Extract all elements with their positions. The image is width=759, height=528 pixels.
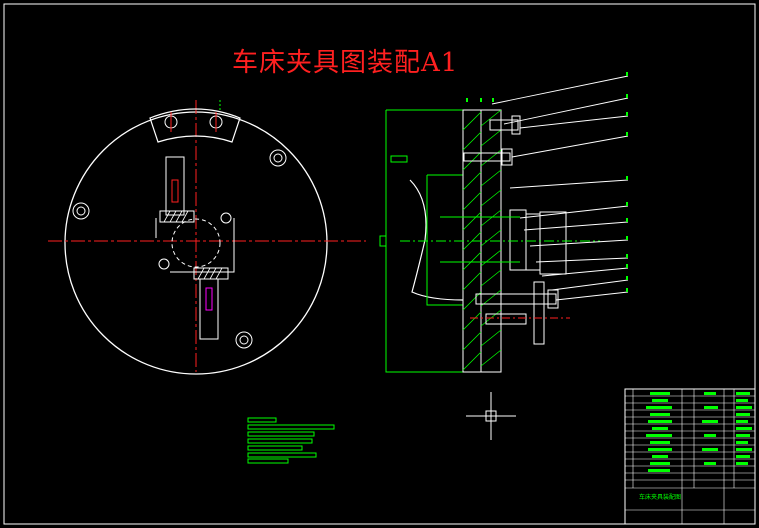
upper-jaw — [159, 210, 195, 223]
lower-slide-slot — [205, 287, 213, 311]
bolt-hole-bottom — [235, 331, 253, 349]
upper-slide-slot — [171, 179, 179, 203]
drawing-border — [3, 3, 756, 525]
jaw-cover — [539, 211, 567, 275]
drawing-title: 车床夹具图装配A1 — [232, 48, 459, 78]
bolt-1 — [489, 119, 519, 131]
bolt-hole-upper-right — [269, 149, 287, 167]
top-dim-ticks — [466, 98, 494, 102]
fixture-plate-hatch — [480, 109, 502, 367]
section-key — [390, 155, 408, 163]
central-bore — [171, 218, 221, 268]
spindle-outline — [385, 109, 463, 373]
upper-jaw-hatch — [163, 210, 189, 223]
jaw-block — [509, 209, 527, 271]
upper-slide-bar — [165, 156, 185, 216]
locating-pin-left — [158, 258, 170, 270]
bolt-2 — [463, 152, 511, 162]
body-contour — [409, 179, 464, 301]
parts-list-frame — [624, 388, 756, 525]
top-clamp-block — [149, 108, 241, 143]
locating-pin-right — [220, 212, 232, 224]
leader-lines — [491, 75, 629, 301]
inner-contour — [426, 174, 463, 306]
bolt-hole-left — [72, 202, 90, 220]
section-tab — [379, 235, 387, 247]
front-view — [48, 100, 366, 375]
title-block-name: 车床夹具装配图 — [639, 493, 681, 501]
technical-notes — [247, 417, 335, 464]
section-view — [379, 72, 629, 373]
clamp-arm — [533, 281, 545, 345]
lower-bolt — [475, 293, 557, 305]
datum-cross — [466, 392, 516, 440]
fixture-body-outline — [155, 218, 235, 273]
bolt-hole-left-inner — [76, 206, 86, 216]
bolt-hole-bottom-inner — [239, 335, 249, 345]
parts-list: 车床夹具装配图 — [624, 388, 756, 525]
lower-jaw-hatch — [197, 267, 223, 280]
bolt-1-head — [511, 115, 521, 135]
lower-slide-bar — [199, 278, 219, 340]
bolt-hole-upper-right-inner — [273, 153, 283, 163]
clamp-screw — [485, 313, 527, 325]
leader-dots — [626, 72, 628, 292]
